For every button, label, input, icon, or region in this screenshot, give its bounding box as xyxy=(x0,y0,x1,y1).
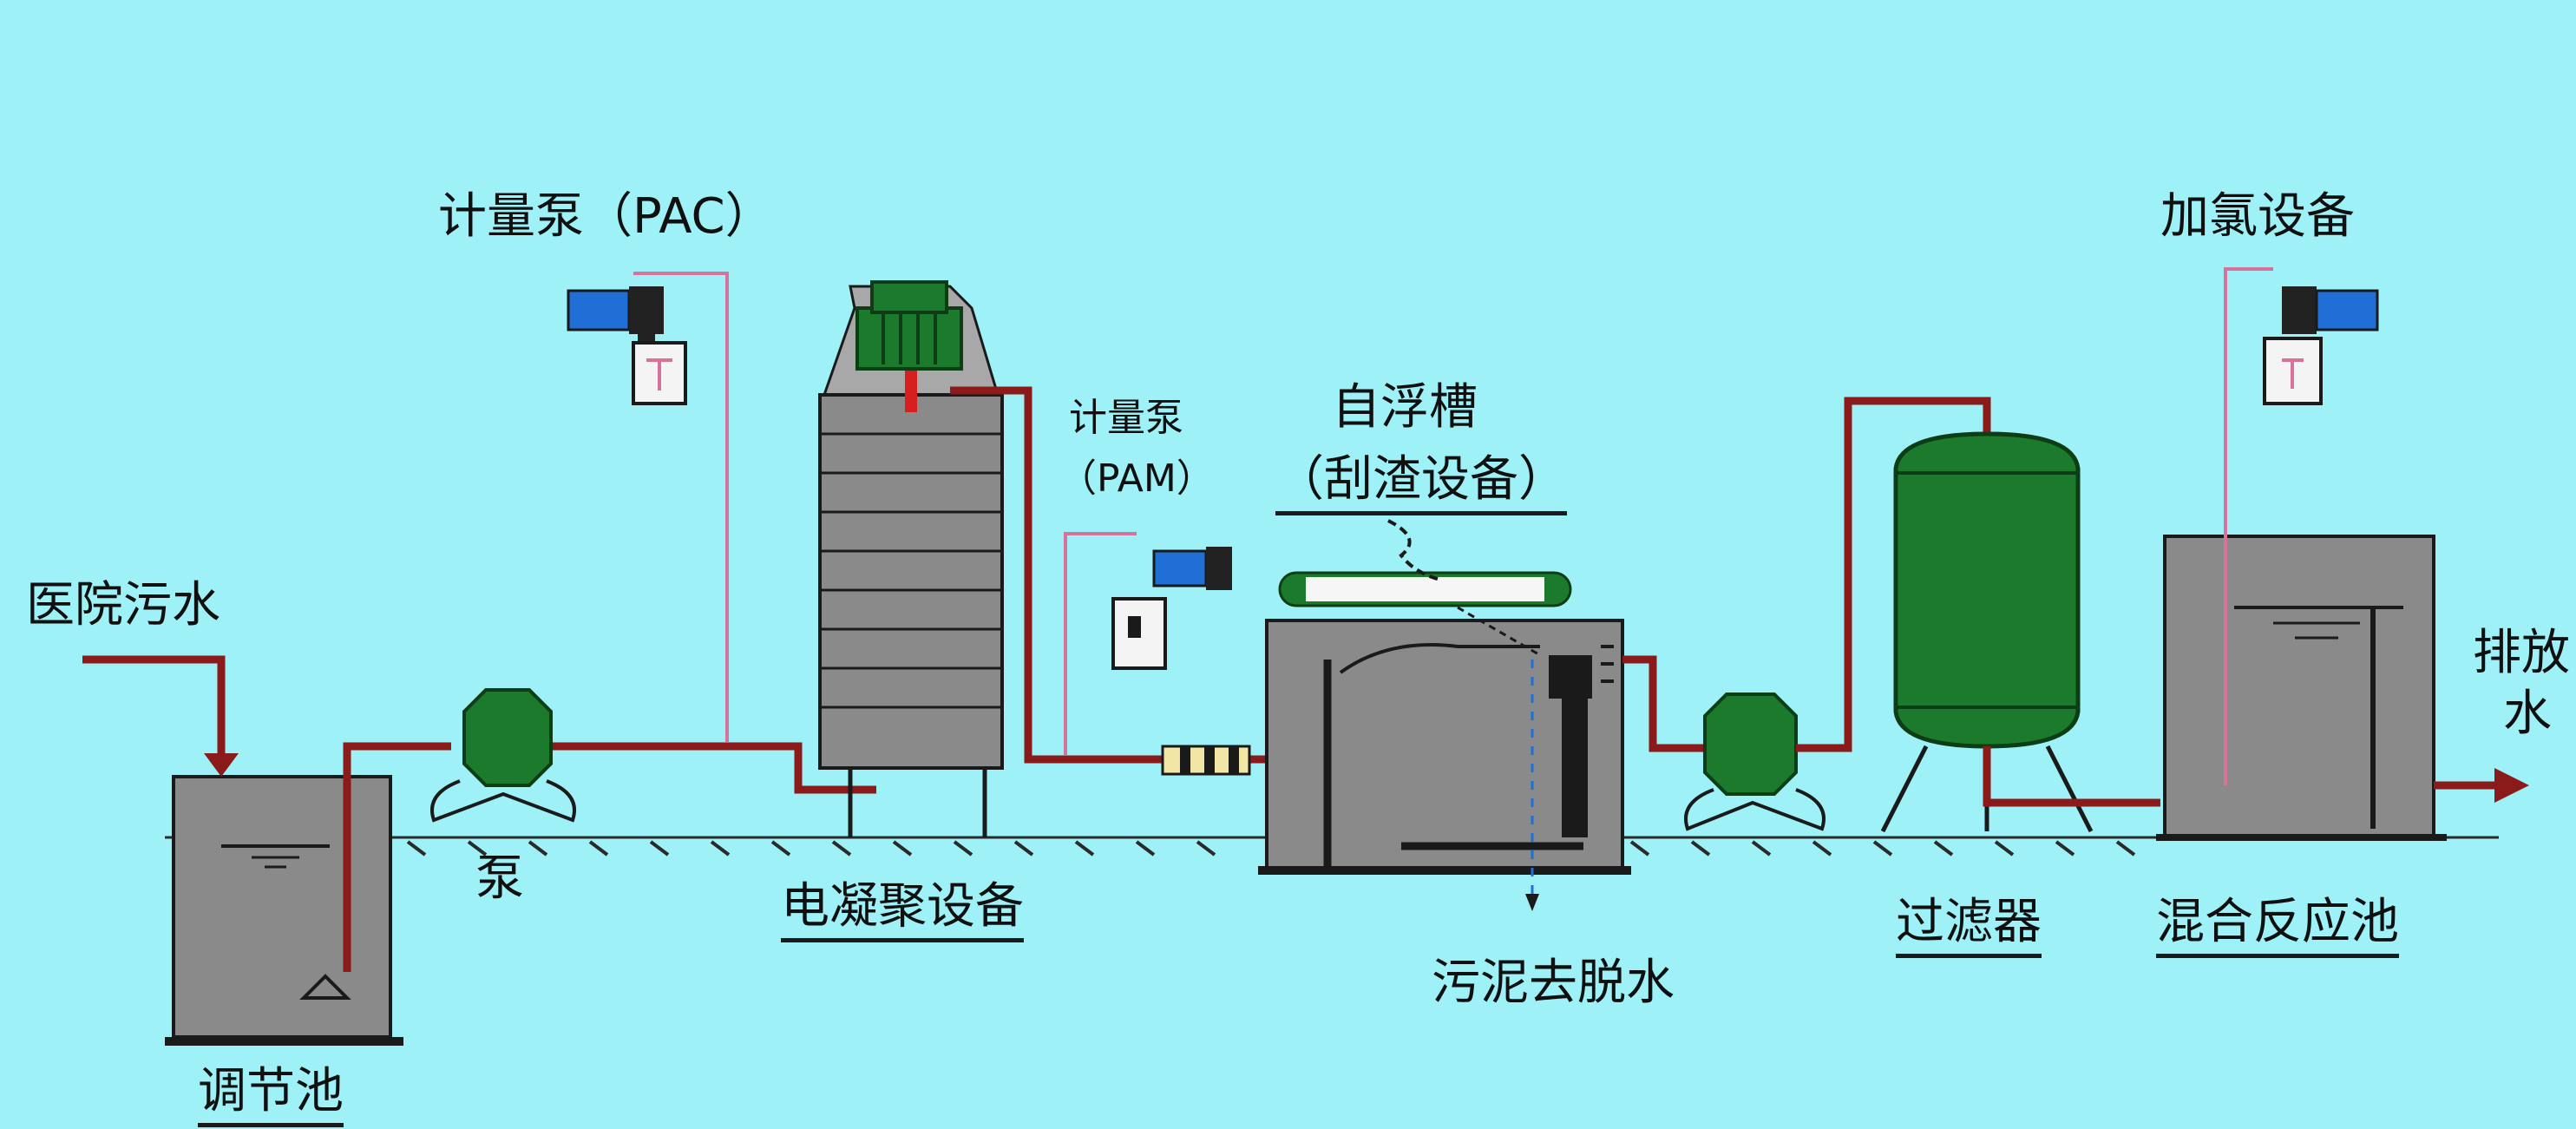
label-chlorination-equipment: 加氯设备 xyxy=(2160,188,2355,245)
pipe-flotation-to-pump2 xyxy=(1622,655,1705,752)
label-metering-pump-pac: 计量泵（PAC） xyxy=(438,188,774,245)
label-filter: 过滤器 xyxy=(1896,898,2042,958)
mixing-reaction-tank xyxy=(2156,535,2447,841)
pipe-tank-to-pump xyxy=(343,742,451,972)
pac-dosing-line xyxy=(633,272,729,742)
pipe-pump-to-electrocoag xyxy=(551,742,876,794)
metering-pump-pam xyxy=(1111,547,1232,670)
chlorination-pump xyxy=(2263,286,2379,405)
pipe-electrocoag-to-flotation xyxy=(950,386,1163,764)
pam-dosing-line xyxy=(1064,532,1137,755)
discharge-arrow-icon xyxy=(2494,768,2529,803)
label-metering-pump-pam-line2: （PAM） xyxy=(1059,456,1215,501)
sludge-arrow-icon xyxy=(1525,894,1539,911)
label-mixing-reaction-tank: 混合反应池 xyxy=(2156,898,2399,958)
pump-2 xyxy=(1684,692,1825,831)
pipe-pump2-to-filter xyxy=(1796,397,1991,752)
electrocoagulation-motor xyxy=(855,280,963,371)
label-pump: 泵 xyxy=(475,850,524,907)
label-hospital-wastewater: 医院污水 xyxy=(26,577,220,633)
static-mixer xyxy=(1161,745,1251,776)
label-metering-pump-pam-line1: 计量泵 xyxy=(1069,396,1183,440)
metering-pump-pac xyxy=(567,286,687,405)
skimmer-scraper xyxy=(1278,519,1572,607)
inlet-pipe xyxy=(82,655,226,755)
label-regulating-tank: 调节池 xyxy=(198,1067,344,1127)
flotation-tank xyxy=(1258,606,1631,875)
label-sludge-dewatering: 污泥去脱水 xyxy=(1432,955,1675,1011)
label-discharge-line2: 水 xyxy=(2503,686,2552,742)
label-electrocoagulation-equipment: 电凝聚设备 xyxy=(781,883,1024,942)
pump-1 xyxy=(430,688,576,823)
ground-hatching xyxy=(406,840,2136,857)
label-self-floating-tank-line1: 自浮槽 xyxy=(1332,379,1478,436)
regulating-tank xyxy=(165,775,403,1046)
label-self-floating-tank-line2: （刮渣设备） xyxy=(1275,456,1567,515)
pipe-filter-to-mixing-tank xyxy=(1983,746,2160,807)
filter-vessel xyxy=(1880,431,2094,833)
label-discharge-line1: 排放 xyxy=(2473,625,2570,681)
inlet-arrow-icon xyxy=(204,753,239,777)
chlorination-dosing-line xyxy=(2224,267,2273,785)
